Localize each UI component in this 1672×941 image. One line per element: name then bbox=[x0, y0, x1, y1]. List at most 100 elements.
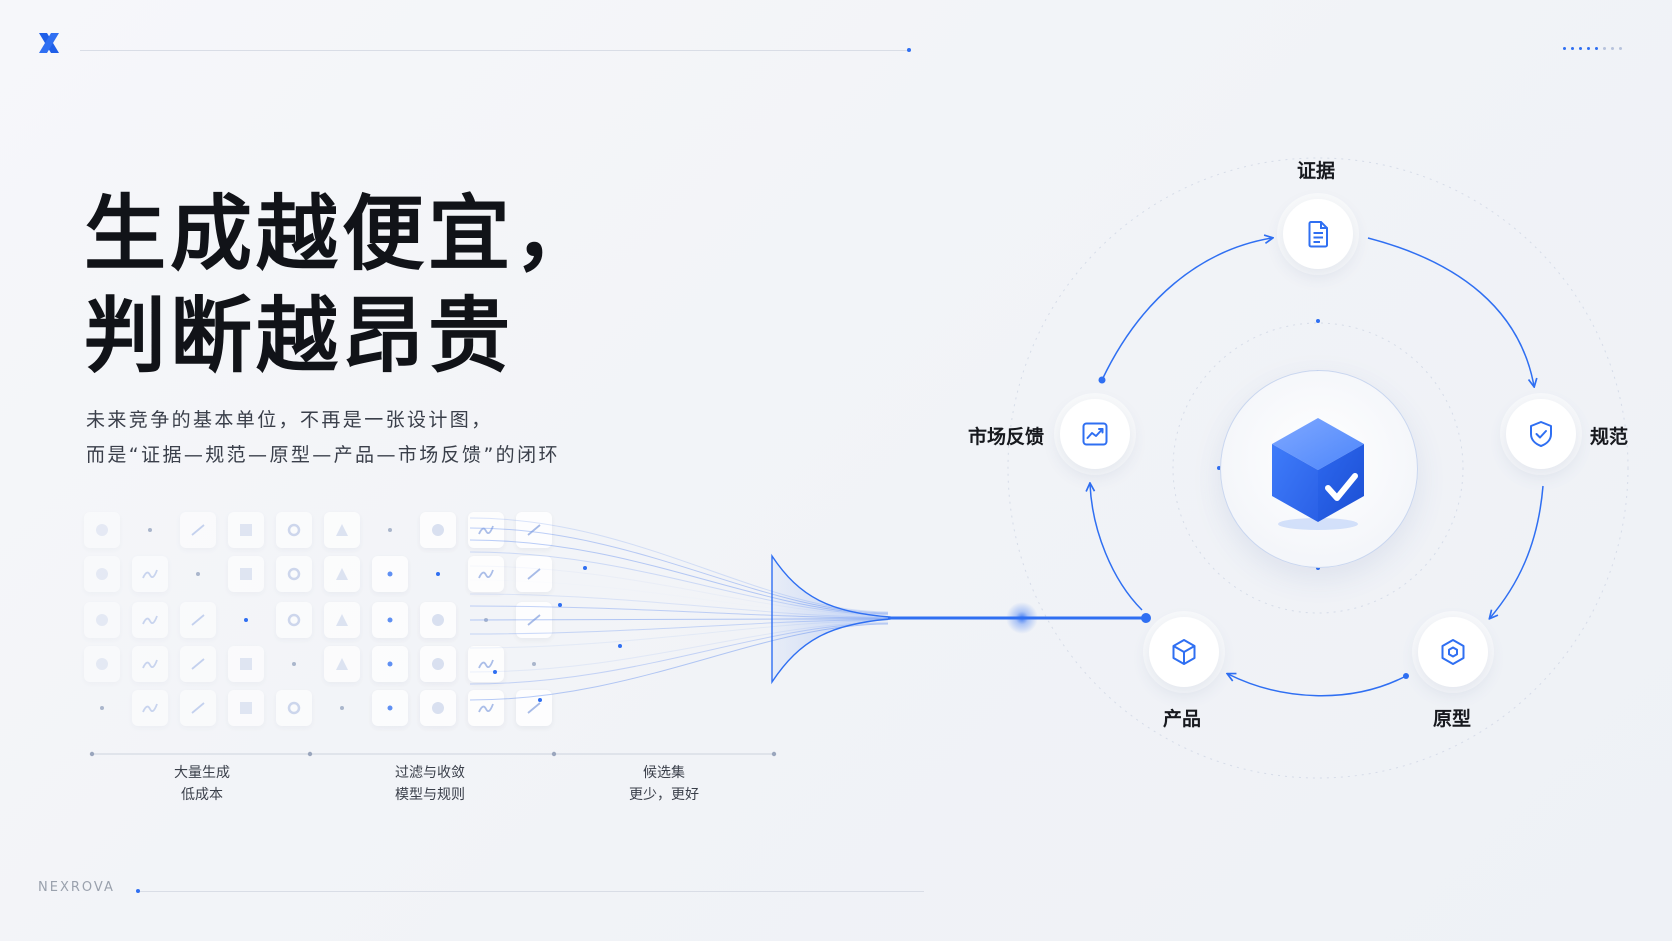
candidate-tile bbox=[468, 646, 504, 682]
top-divider bbox=[80, 50, 910, 51]
candidate-glyph-icon bbox=[432, 614, 444, 626]
candidate-glyph-icon bbox=[478, 703, 494, 713]
logo-x-icon bbox=[39, 33, 59, 53]
candidate-glyph-icon bbox=[527, 702, 541, 714]
candidate-tile bbox=[468, 690, 504, 726]
stage-label-candidates: 候选集 更少，更好 bbox=[629, 765, 699, 803]
candidate-tile bbox=[372, 690, 408, 726]
candidate-dot bbox=[340, 706, 344, 710]
candidate-tile bbox=[372, 646, 408, 682]
candidate-glyph-icon bbox=[478, 659, 494, 669]
candidate-tile bbox=[372, 556, 408, 592]
candidate-tile bbox=[228, 646, 264, 682]
node-evidence[interactable] bbox=[1283, 199, 1353, 269]
candidate-glyph-icon bbox=[96, 568, 108, 580]
label-feedback: 市场反馈 bbox=[968, 426, 1045, 448]
candidate-glyph-icon bbox=[191, 524, 205, 536]
arc-product-feedback bbox=[1090, 484, 1143, 611]
candidate-glyph-icon bbox=[191, 702, 205, 714]
candidate-tile bbox=[516, 602, 552, 638]
page-indicator bbox=[1563, 47, 1622, 50]
candidate-glyph-icon bbox=[527, 614, 541, 626]
arc-evidence-spec bbox=[1367, 237, 1534, 386]
candidate-glyph-icon bbox=[287, 613, 301, 627]
candidate-tile bbox=[468, 512, 504, 548]
candidate-glyph-icon bbox=[142, 569, 158, 579]
candidate-tile bbox=[324, 556, 360, 592]
label-product: 产品 bbox=[1163, 708, 1202, 730]
candidate-tile bbox=[420, 602, 456, 638]
candidate-glyph-icon bbox=[387, 617, 393, 623]
bottom-divider-dot bbox=[136, 889, 140, 893]
candidate-tile bbox=[180, 690, 216, 726]
candidate-glyph-icon bbox=[96, 614, 108, 626]
candidate-glyph-icon bbox=[336, 524, 348, 536]
node-feedback[interactable] bbox=[1060, 399, 1130, 469]
candidate-tile bbox=[420, 646, 456, 682]
node-spec[interactable] bbox=[1506, 399, 1576, 469]
candidate-dot bbox=[532, 662, 536, 666]
candidate-glyph-icon bbox=[432, 658, 444, 670]
candidate-tile bbox=[276, 602, 312, 638]
candidate-tile bbox=[468, 556, 504, 592]
candidate-glyph-icon bbox=[142, 703, 158, 713]
candidate-glyph-icon bbox=[287, 701, 301, 715]
candidate-glyph-icon bbox=[240, 702, 252, 714]
candidate-glyph-icon bbox=[336, 614, 348, 626]
candidate-tile bbox=[228, 556, 264, 592]
cube-check-icon bbox=[1272, 418, 1364, 530]
candidate-glyph-icon bbox=[527, 524, 541, 536]
candidate-tile bbox=[420, 512, 456, 548]
candidate-tile bbox=[276, 512, 312, 548]
node-prototype[interactable] bbox=[1418, 617, 1488, 687]
candidate-glyph-icon bbox=[96, 658, 108, 670]
candidate-tile bbox=[276, 690, 312, 726]
candidate-glyph-icon bbox=[142, 615, 158, 625]
candidate-glyph-icon bbox=[387, 571, 393, 577]
candidate-dot bbox=[484, 618, 488, 622]
candidate-dot bbox=[196, 572, 200, 576]
candidate-tile bbox=[84, 556, 120, 592]
candidate-glyph-icon bbox=[478, 569, 494, 579]
candidate-glyph-icon bbox=[142, 659, 158, 669]
flow-particle bbox=[558, 603, 562, 607]
candidate-dot bbox=[388, 528, 392, 532]
document-icon bbox=[1308, 221, 1328, 248]
candidate-tile bbox=[276, 556, 312, 592]
candidate-glyph-icon bbox=[191, 658, 205, 670]
beam-glow bbox=[1006, 602, 1038, 634]
label-spec: 规范 bbox=[1590, 426, 1629, 448]
candidate-glyph-icon bbox=[336, 658, 348, 670]
candidate-tile bbox=[324, 512, 360, 548]
shield-check-icon bbox=[1530, 421, 1552, 447]
candidate-tile bbox=[180, 602, 216, 638]
candidate-glyph-icon bbox=[287, 523, 301, 537]
candidate-tile bbox=[84, 602, 120, 638]
candidate-glyph-icon bbox=[432, 702, 444, 714]
trend-chart-icon bbox=[1082, 422, 1108, 446]
funnel-shape bbox=[771, 553, 891, 685]
flow-particle bbox=[583, 566, 587, 570]
candidate-tile bbox=[228, 512, 264, 548]
subtitle-line-1: 未来竞争的基本单位，不再是一张设计图， bbox=[86, 409, 493, 431]
candidate-tile bbox=[132, 646, 168, 682]
arc-feedback-evidence bbox=[1101, 238, 1272, 381]
candidate-glyph-icon bbox=[191, 614, 205, 626]
candidate-tile bbox=[372, 602, 408, 638]
candidate-glyph-icon bbox=[287, 567, 301, 581]
headline-line-2: 判断越昂贵 bbox=[84, 289, 515, 384]
node-product[interactable] bbox=[1149, 617, 1219, 687]
candidate-tile bbox=[324, 646, 360, 682]
arc-spec-prototype bbox=[1490, 485, 1544, 618]
headline-line-1: 生成越便宜， bbox=[84, 187, 601, 282]
candidate-tile bbox=[324, 602, 360, 638]
candidate-dot bbox=[292, 662, 296, 666]
stage-label-generate: 大量生成 低成本 bbox=[174, 765, 230, 803]
candidate-tile bbox=[516, 690, 552, 726]
candidate-glyph-icon bbox=[387, 661, 393, 667]
candidate-glyph-icon bbox=[240, 568, 252, 580]
candidate-dot bbox=[436, 572, 440, 576]
candidate-glyph-icon bbox=[527, 568, 541, 580]
candidate-tile bbox=[228, 690, 264, 726]
candidate-dot bbox=[244, 618, 248, 622]
